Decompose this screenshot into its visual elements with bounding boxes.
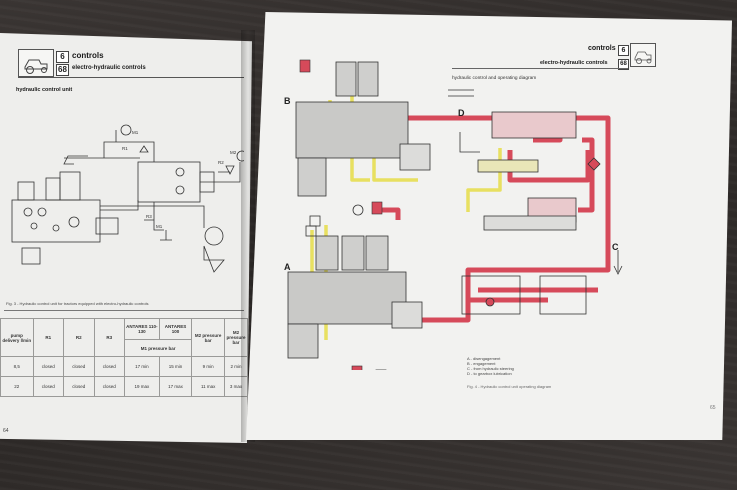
table-cell: closed [93, 356, 126, 377]
r1-label: R1 [122, 146, 128, 151]
left-figure-title: hydraulic control unit [16, 87, 73, 93]
table-cell: closed [63, 356, 95, 377]
table-cell: 3 max [223, 376, 249, 397]
left-chapter-number: 6 [56, 51, 69, 63]
table-header-cell: R3 [93, 318, 126, 357]
right-header-rule [452, 68, 628, 69]
table-row: 8,5 closed closed closed 17 min 15 min 9… [0, 356, 249, 377]
right-figure-caption: Fig. 4 - Hydraulic control unit operatin… [467, 384, 552, 389]
legend-item: D - to gearbox lubrication [467, 371, 512, 376]
label-b: B [284, 96, 291, 106]
table-header-cell: R1 [32, 318, 65, 357]
table-cell: 15 min [158, 356, 193, 377]
table-cell: 9 min [191, 356, 225, 377]
table-cell: 19 max [124, 376, 160, 397]
left-page-number: 64 [3, 428, 9, 434]
table-header-cell: M2 pressure bar [223, 318, 249, 357]
tractor-icon [24, 59, 48, 74]
right-section-number: 68 [618, 59, 629, 70]
table-cell: 8,5 [0, 356, 34, 377]
table-cell: closed [63, 376, 95, 397]
valve-block-a [287, 225, 423, 370]
table-cell: closed [32, 376, 65, 397]
m1-lower-label: M1 [156, 224, 163, 229]
hydraulic-control-unit-schematic: M1 M2 M1 R1 R2 R3 [11, 124, 244, 273]
right-chapter-number: 6 [618, 45, 629, 56]
table-header-cell: R2 [63, 318, 95, 357]
tractor-icon [634, 51, 652, 64]
diagram-legend: A - disengagement B - engagement C - fro… [467, 356, 514, 376]
r3-label: R3 [146, 214, 152, 219]
table-cell: 22 [0, 376, 34, 397]
right-section-title: electro-hydraulic controls [540, 60, 608, 66]
pressure-spec-table: pump delivery l/min R1 R2 R3 ANTARES 110… [0, 318, 249, 397]
right-page-number: 65 [710, 405, 716, 411]
table-subheader-cell: M1 pressure bar [124, 339, 193, 357]
left-section-number: 68 [56, 64, 69, 76]
legend-item: C - from hydraulic steering [467, 366, 514, 371]
left-section-title: electro-hydraulic controls [72, 65, 146, 71]
table-cell: 11 max [191, 376, 225, 397]
label-a: A [284, 262, 291, 272]
table-header-row: pump delivery l/min R1 R2 R3 ANTARES 110… [0, 318, 249, 357]
label-c: C [612, 242, 619, 252]
left-header-logo-box [18, 49, 54, 77]
left-chapter-title: controls [72, 51, 104, 60]
legend-item: B - engagement [467, 361, 496, 366]
m2-label: M2 [230, 150, 237, 155]
table-row: 22 closed closed closed 19 max 17 max 11… [0, 376, 249, 397]
table-cell: closed [93, 376, 126, 397]
table-header-cell: M2 pressure bar [191, 318, 225, 357]
right-figure-title: hydraulic control and operating diagram [452, 76, 537, 81]
table-header-cell: ANTARES 100 [158, 318, 193, 340]
table-header-cell: pump delivery l/min [0, 318, 34, 357]
left-header-rule [18, 77, 244, 78]
hydraulic-operating-diagram: B A C D [284, 59, 623, 370]
table-cell: closed [32, 356, 65, 377]
r2-label: R2 [218, 160, 224, 165]
left-caption-rule [4, 310, 244, 311]
table-cell: 17 min [124, 356, 160, 377]
right-header-logo-box [630, 43, 656, 67]
m1-label: M1 [132, 130, 139, 135]
left-figure-caption: Fig. 3 - Hydraulic control unit for trac… [6, 301, 149, 306]
right-chapter-title: controls [588, 45, 616, 52]
valve-group-d [448, 89, 623, 315]
table-header-cell: ANTARES 110-130 [124, 318, 160, 340]
label-d: D [458, 108, 465, 118]
table-cell: 17 max [158, 376, 193, 397]
legend-item: A - disengagement [467, 356, 501, 361]
valve-block-b [295, 59, 431, 227]
